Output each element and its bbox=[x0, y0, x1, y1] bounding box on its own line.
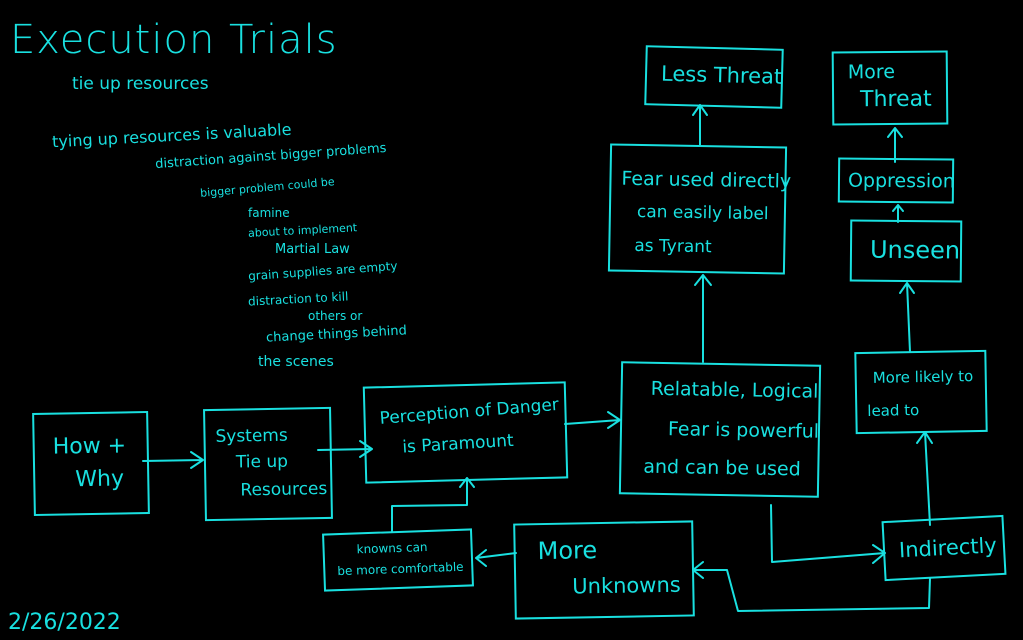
edge-arrow bbox=[694, 274, 712, 363]
edge-arrow bbox=[475, 549, 517, 567]
node-label: How + bbox=[52, 433, 127, 460]
node-label: can easily label bbox=[636, 201, 769, 225]
node-more-unknowns[interactable]: More Unknowns bbox=[513, 520, 695, 620]
node-label: Unseen bbox=[869, 235, 961, 265]
edge-arrow bbox=[899, 282, 915, 353]
edge-arrow bbox=[916, 431, 933, 526]
note-line: others or bbox=[308, 309, 363, 323]
node-indirectly[interactable]: Indirectly bbox=[881, 514, 1007, 582]
edge-arrow bbox=[391, 477, 475, 533]
node-label: and can be used bbox=[643, 455, 801, 481]
note-line: famine bbox=[248, 206, 290, 220]
edge-arrow bbox=[564, 411, 621, 429]
node-label: Unknowns bbox=[572, 572, 681, 599]
node-how-why[interactable]: How + Why bbox=[32, 410, 150, 517]
node-systems[interactable]: Systems Tie up Resources bbox=[203, 406, 333, 522]
node-label: More bbox=[847, 60, 896, 84]
node-label: is Paramount bbox=[401, 430, 515, 458]
node-label: Tie up bbox=[235, 451, 289, 473]
node-label: More bbox=[537, 536, 598, 566]
node-knowns[interactable]: knowns can be more comfortable bbox=[322, 528, 474, 592]
node-label: be more comfortable bbox=[337, 559, 464, 579]
node-label: Systems bbox=[215, 425, 288, 447]
node-relatable[interactable]: Relatable, Logical Fear is powerful and … bbox=[618, 361, 822, 498]
node-label: knowns can bbox=[356, 539, 428, 557]
node-label: Why bbox=[75, 466, 125, 493]
node-unseen[interactable]: Unseen bbox=[849, 219, 963, 283]
edge-arrow bbox=[692, 561, 931, 612]
node-label: Threat bbox=[859, 86, 932, 113]
node-less-threat[interactable]: Less Threat bbox=[644, 45, 784, 109]
node-label: Resources bbox=[240, 478, 328, 501]
note-line: the scenes bbox=[258, 354, 334, 370]
node-oppression[interactable]: Oppression bbox=[837, 157, 955, 204]
date-label: 2/26/2022 bbox=[8, 610, 121, 635]
node-label: Less Threat bbox=[660, 61, 783, 89]
node-label: lead to bbox=[867, 401, 920, 420]
node-label: as Tyrant bbox=[634, 235, 712, 258]
edge-arrow bbox=[692, 104, 708, 146]
node-more-threat[interactable]: More Threat bbox=[831, 50, 949, 126]
node-label: Perception of Danger bbox=[378, 394, 560, 429]
page-title: Execution Trials bbox=[10, 17, 338, 63]
edge-arrow bbox=[892, 204, 904, 223]
edge-arrow bbox=[770, 504, 886, 564]
node-label: Relatable, Logical bbox=[650, 377, 819, 403]
node-fear-direct[interactable]: Fear used directly can easily label as T… bbox=[607, 143, 791, 275]
node-label: Fear is powerful bbox=[667, 418, 820, 443]
subtitle: tie up resources bbox=[72, 74, 209, 94]
node-label: Fear used directly bbox=[621, 167, 792, 193]
edge-arrow bbox=[142, 451, 204, 469]
node-label: Oppression bbox=[847, 169, 955, 193]
node-more-likely[interactable]: More likely to lead to bbox=[854, 349, 988, 435]
edge-arrow bbox=[887, 127, 903, 163]
node-label: More likely to bbox=[872, 367, 974, 387]
node-perception[interactable]: Perception of Danger is Paramount bbox=[362, 381, 569, 484]
note-line: Martial Law bbox=[275, 242, 350, 257]
node-label: Indirectly bbox=[898, 533, 998, 563]
edge-arrow bbox=[317, 440, 373, 458]
